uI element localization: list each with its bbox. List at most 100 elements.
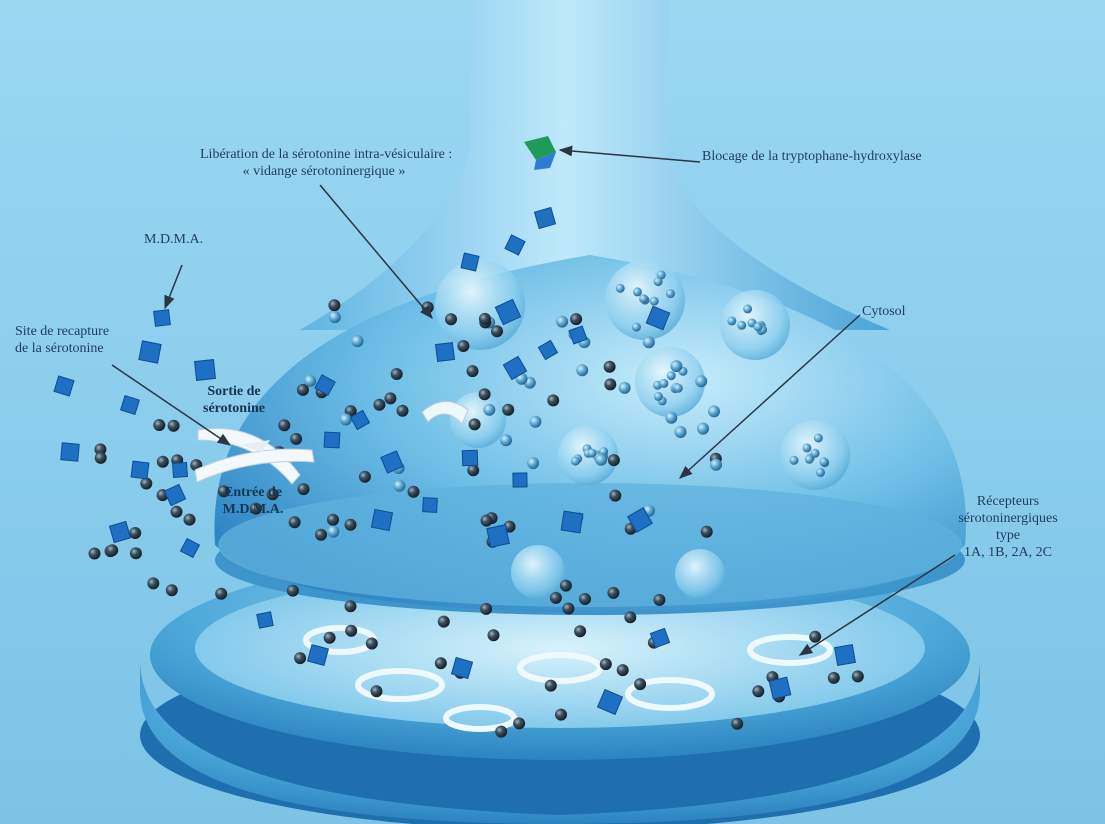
serotonin-molecule: [479, 313, 491, 325]
vesicle-serotonin-molecule: [667, 371, 676, 380]
vesicle-serotonin-molecule: [639, 294, 648, 303]
serotonin-molecule: [480, 603, 492, 615]
serotonin-molecule: [340, 414, 352, 426]
label-recepteurs-line3: type: [938, 527, 1078, 544]
serotonin-molecule: [670, 360, 682, 372]
mdma-molecule: [173, 463, 188, 478]
serotonin-molecule: [290, 433, 302, 445]
serotonin-molecule: [106, 544, 118, 556]
serotonin-molecule: [643, 336, 655, 348]
serotonin-molecule: [469, 418, 481, 430]
serotonin-molecule: [608, 454, 620, 466]
serotonin-molecule: [595, 454, 607, 466]
label-site-recapture-line2: de la sérotonine: [15, 340, 109, 357]
serotonin-molecule: [328, 299, 340, 311]
serotonin-molecule: [555, 709, 567, 721]
serotonin-molecule: [445, 313, 457, 325]
serotonin-molecule: [168, 420, 180, 432]
serotonin-molecule: [327, 526, 339, 538]
serotonin-molecule: [324, 632, 336, 644]
mdma-molecule: [131, 461, 149, 479]
serotonin-molecule: [600, 658, 612, 670]
label-site-recapture-line1: Site de recapture: [15, 323, 109, 340]
label-recepteurs: Récepteurs sérotoninergiques type 1A, 1B…: [938, 493, 1078, 561]
serotonin-molecule: [89, 548, 101, 560]
mdma-molecule: [308, 645, 329, 666]
serotonin-molecule: [457, 340, 469, 352]
serotonin-molecule: [529, 416, 541, 428]
label-recepteurs-line4: 1A, 1B, 2A, 2C: [938, 544, 1078, 561]
label-recepteurs-line2: sérotoninergiques: [938, 510, 1078, 527]
serotonin-molecule: [828, 672, 840, 684]
label-liberation: Libération de la sérotonine intra-vésicu…: [200, 146, 448, 180]
serotonin-molecule: [153, 419, 165, 431]
serotonin-molecule: [547, 394, 559, 406]
label-liberation-line1: Libération de la sérotonine intra-vésicu…: [200, 146, 448, 163]
mdma-molecule: [257, 612, 273, 628]
serotonin-molecule: [294, 652, 306, 664]
serotonin-molecule: [481, 515, 493, 527]
serotonin-molecule: [500, 434, 512, 446]
serotonin-molecule: [527, 457, 539, 469]
serotonin-molecule: [695, 375, 707, 387]
mdma-molecule: [835, 645, 856, 666]
mdma-molecule: [139, 341, 161, 363]
serotonin-molecule: [710, 459, 722, 471]
serotonin-molecule: [609, 490, 621, 502]
vesicle-serotonin-molecule: [650, 297, 659, 306]
serotonin-molecule: [545, 680, 557, 692]
serotonin-molecule: [345, 519, 357, 531]
serotonin-molecule: [397, 405, 409, 417]
serotonin-molecule: [675, 426, 687, 438]
vesicle-serotonin-molecule: [743, 304, 752, 313]
mdma-molecule: [324, 432, 340, 448]
mdma-molecule: [195, 360, 216, 381]
serotonin-molecule: [408, 486, 420, 498]
serotonin-molecule: [604, 378, 616, 390]
serotonin-molecule: [697, 423, 709, 435]
serotonin-molecule: [467, 365, 479, 377]
serotonin-molecule: [502, 404, 514, 416]
serotonin-molecule: [607, 587, 619, 599]
serotonin-molecule: [366, 638, 378, 650]
serotonin-molecule: [373, 399, 385, 411]
vesicle-serotonin-molecule: [666, 289, 675, 298]
serotonin-molecule: [513, 717, 525, 729]
mdma-molecule: [371, 509, 392, 530]
vesicle-serotonin-molecule: [654, 392, 663, 401]
mdma-molecule: [487, 525, 510, 548]
serotonin-molecule: [147, 577, 159, 589]
serotonin-molecule: [327, 514, 339, 526]
label-mdma: M.D.M.A.: [144, 231, 203, 248]
serotonin-molecule: [289, 516, 301, 528]
serotonin-molecule: [852, 670, 864, 682]
serotonin-molecule: [562, 603, 574, 615]
serotonin-molecule: [579, 593, 591, 605]
serotonin-molecule: [438, 616, 450, 628]
serotonin-molecule: [130, 547, 142, 559]
serotonin-molecule: [345, 600, 357, 612]
label-blocage-text: Blocage de la tryptophane-hydroxylase: [702, 149, 922, 164]
serotonin-molecule: [491, 325, 503, 337]
serotonin-molecule: [665, 412, 677, 424]
mdma-molecule: [461, 253, 479, 271]
serotonin-molecule: [701, 526, 713, 538]
mdma-molecule: [462, 450, 478, 466]
mdma-molecule: [436, 343, 455, 362]
vesicle-serotonin-molecule: [571, 457, 580, 466]
serotonin-molecule: [634, 678, 646, 690]
vesicle-serotonin-molecule: [820, 457, 829, 466]
serotonin-molecule: [495, 726, 507, 738]
serotonin-molecule: [809, 631, 821, 643]
label-sortie-line1: Sortie de: [188, 383, 280, 400]
serotonin-molecule: [708, 405, 720, 417]
serotonin-molecule: [619, 382, 631, 394]
vesicle-serotonin-molecule: [588, 449, 597, 458]
vesicle-serotonin-molecule: [659, 379, 668, 388]
label-cytosol: Cytosol: [862, 303, 906, 320]
serotonin-molecule: [604, 361, 616, 373]
serotonin-molecule: [371, 685, 383, 697]
mdma-molecule: [423, 498, 438, 513]
serotonin-molecule: [479, 388, 491, 400]
